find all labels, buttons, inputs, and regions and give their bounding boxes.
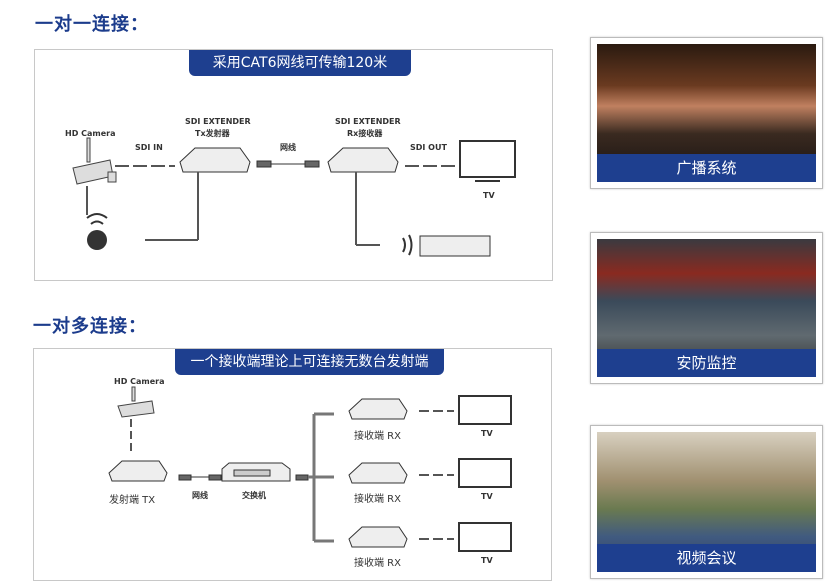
rx-sublabel: Rx接收器 <box>347 129 383 138</box>
wireless-receiver-icon <box>86 213 108 250</box>
tv-label: TV <box>483 191 495 200</box>
caption: 安防监控 <box>597 349 816 377</box>
switch-label: 交换机 <box>242 491 266 500</box>
sdi-in-label: SDI IN <box>135 143 163 152</box>
section-title-one-to-many: 一对多连接： <box>33 316 147 337</box>
tv-icon <box>459 140 516 182</box>
one-to-many-banner: 一个接收端理论上可连接无数台发射端 <box>175 349 444 375</box>
rx-label-1: 接收端 RX <box>354 431 401 442</box>
one-to-one-drawing <box>72 137 516 257</box>
caption: 广播系统 <box>597 154 816 182</box>
one-to-one-banner: 采用CAT6网线可传输120米 <box>189 50 411 76</box>
camera-label: HD Camera <box>65 129 116 138</box>
one-to-many-drawing <box>108 386 512 552</box>
application-security: 安防监控 <box>590 232 823 384</box>
camera-label: HD Camera <box>114 377 165 386</box>
tx-device-icon <box>179 147 251 173</box>
rx-device-icon <box>327 147 399 173</box>
section-title-one-to-one: 一对一连接： <box>35 14 149 35</box>
rx-label: SDI EXTENDER <box>335 117 401 126</box>
tv-icons <box>458 395 512 552</box>
rx-label-3: 接收端 RX <box>354 558 401 569</box>
caption: 视频会议 <box>597 544 816 572</box>
cable-icon <box>256 160 320 168</box>
tx-label: SDI EXTENDER <box>185 117 251 126</box>
switch-icon <box>221 462 291 482</box>
tv-label-3: TV <box>481 556 493 565</box>
sdi-out-label: SDI OUT <box>410 143 447 152</box>
one-to-one-diagram: 采用CAT6网线可传输120米 HD Camera SDI IN SDI EXT… <box>34 49 553 281</box>
one-to-many-diagram: 一个接收端理论上可连接无数台发射端 HD Camera 发射端 TX 网线 交换… <box>33 348 552 581</box>
rx-devices <box>348 398 408 548</box>
cable-label: 网线 <box>192 491 208 500</box>
tx-device-icon <box>108 460 168 482</box>
remote-control-icon <box>402 234 491 257</box>
application-broadcast: 广播系统 <box>590 37 823 189</box>
tx-sublabel: Tx发射器 <box>195 129 230 138</box>
cable-label: 网线 <box>280 143 296 152</box>
tx-label: 发射端 TX <box>109 495 156 506</box>
camera-icon <box>72 137 117 185</box>
tv-label-2: TV <box>481 492 493 501</box>
application-conference: 视频会议 <box>590 425 823 579</box>
camera-icon <box>117 386 155 418</box>
tv-label-1: TV <box>481 429 493 438</box>
rx-label-2: 接收端 RX <box>354 494 401 505</box>
